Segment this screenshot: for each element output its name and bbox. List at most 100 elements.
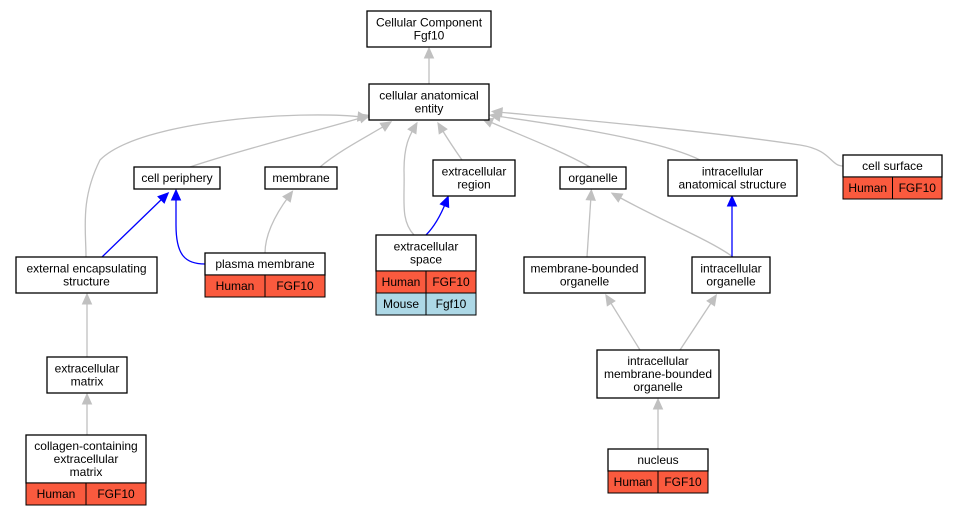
edge-surface-to-cae [497,111,844,167]
term-label-line: anatomical structure [678,178,786,192]
term-node-collagen[interactable]: collagen-containingextracellularmatrixHu… [25,434,147,506]
term-box [25,434,147,484]
arrowhead-collagen-to-ecm [81,392,93,405]
term-label-line: region [457,178,490,192]
term-label-line: Fgf10 [414,29,445,43]
term-label-line: cell surface [862,159,923,173]
term-node-periphery[interactable]: cell periphery [133,166,221,190]
arrowhead-ecspace-to-cae [407,121,418,135]
edge-membrane-to-cae [319,124,387,168]
term-label-line: membrane [272,171,330,185]
species-label: Human [216,279,255,293]
term-label-line: cellular anatomical [379,89,478,103]
term-label-line: intracellular [702,165,763,179]
edge-ees-to-cae [84,114,363,258]
term-label-line: organelle [706,275,756,289]
term-label-line: entity [415,102,444,116]
arrowhead-ecm-to-ees [81,292,93,305]
term-label-line: intracellular [700,262,761,276]
term-box [375,234,477,272]
term-label-line: membrane-bounded [604,367,712,381]
term-label-line: collagen-containing [34,439,137,453]
edge-io-to-organelle [616,195,734,258]
term-label-line: Cellular Component [376,16,483,30]
gene-label: FGF10 [432,275,470,289]
edge-ecspace-to-ecregion [425,201,447,236]
arrowhead-membrane-to-cae [379,121,393,132]
term-label-line: space [410,253,442,267]
arrowhead-nucleus-to-imbo [652,397,664,410]
term-box [559,166,627,190]
term-box [366,10,492,48]
edge-ecregion-to-cae [440,127,463,161]
term-label-line: organelle [633,380,683,394]
edge-organelle-to-cae [487,120,591,168]
arrowhead-io-to-ias [726,194,738,207]
term-box [264,166,338,190]
term-box [523,256,646,294]
annotation-row: Human FGF10 [607,470,709,494]
edge-pm-to-periphery [175,196,206,265]
gene-label: FGF10 [97,487,135,501]
term-node-organelle[interactable]: organelle [559,166,627,190]
annotation-row: Human FGF10 [25,482,147,506]
arrowhead-pm-to-periphery [170,188,182,201]
term-node-membrane[interactable]: membrane [264,166,338,190]
edge-ees-to-periphery [101,196,165,258]
term-label-line: extracellular [55,362,120,376]
gene-label: FGF10 [664,475,702,489]
arrowhead-cae-to-root [423,46,435,59]
arrowhead-surface-to-cae [490,107,503,118]
term-label-line: organelle [568,171,618,185]
term-box [432,159,516,197]
edge-ias-to-cae [495,115,701,161]
term-box [46,356,128,394]
arrowhead-io-to-organelle [610,192,624,203]
arrowhead-pm-to-membrane [282,190,294,203]
species-label: Human [614,475,653,489]
term-box [667,159,798,197]
gene-label: FGF10 [899,181,937,195]
species-label: Human [37,487,76,501]
term-label-line: intracellular [627,354,688,368]
term-label-line: organelle [560,275,610,289]
gene-cell [425,292,477,316]
term-box [368,83,490,121]
term-label-line: membrane-bounded [530,262,638,276]
arrowhead-ees-to-periphery [157,191,170,204]
edge-imbo-to-io [679,299,714,351]
edge-periphery-to-cae [189,116,365,168]
term-label-line: cell periphery [141,171,212,185]
term-box [596,349,720,399]
arrowhead-ecregion-to-cae [437,121,448,135]
term-label-line: plasma membrane [215,257,315,271]
gene-label: Fgf10 [436,297,467,311]
arrowhead-mbo-to-organelle [585,188,596,201]
term-label-line: structure [63,275,110,289]
edge-ecspace-to-cae [403,127,415,236]
edge-imbo-to-mbo [608,299,641,351]
arrowhead-imbo-to-mbo [605,293,616,307]
arrowhead-ecspace-to-ecregion [439,195,450,209]
term-box [15,256,158,294]
gene-cell [264,274,326,298]
term-label-line: matrix [70,465,103,479]
